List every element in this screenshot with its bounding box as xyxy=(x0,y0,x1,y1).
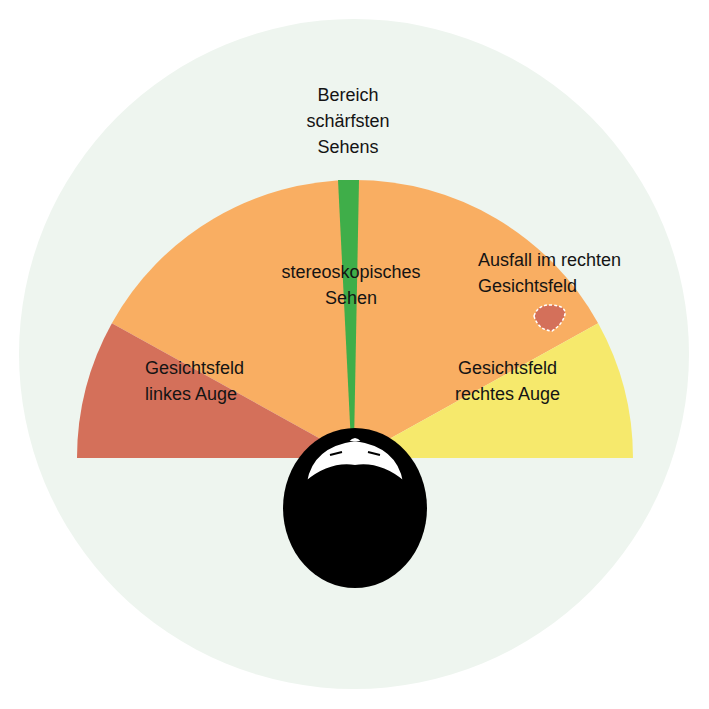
region-label: stereoskopisches Sehen xyxy=(266,259,436,311)
scotoma-spot: Ausfall im rechten Gesichtsfeld xyxy=(530,303,568,333)
sharpest-vision-wedge: Bereich schärfsten Sehens xyxy=(336,178,360,444)
nose xyxy=(348,437,362,441)
left-eye-sector: Gesichtsfeld linkes Auge xyxy=(75,320,357,460)
right-eye-sector: Gesichtsfeld rechtes Auge xyxy=(353,320,635,460)
binocular-sector-outline xyxy=(110,178,600,460)
ground-circle xyxy=(19,19,689,689)
binocular-sector: stereoskopisches SehenAusfall im rechten… xyxy=(110,178,600,460)
head-hair xyxy=(283,428,427,588)
sharpest-vision-wedge-outline xyxy=(336,178,360,444)
right-eye-sector-shape xyxy=(355,323,633,458)
scotoma-spot-outline xyxy=(530,303,568,333)
scotoma-spot-shape xyxy=(534,305,565,331)
eyes xyxy=(330,452,380,455)
region-label: Gesichtsfeld linkes Auge xyxy=(145,355,270,407)
region-label: Ausfall im rechten Gesichtsfeld xyxy=(478,247,653,299)
left-eye-sector-shape xyxy=(77,323,355,458)
region-label: Bereich schärfsten Sehens xyxy=(293,82,403,160)
face xyxy=(306,440,404,482)
region-label: Gesichtsfeld rechtes Auge xyxy=(440,355,575,407)
